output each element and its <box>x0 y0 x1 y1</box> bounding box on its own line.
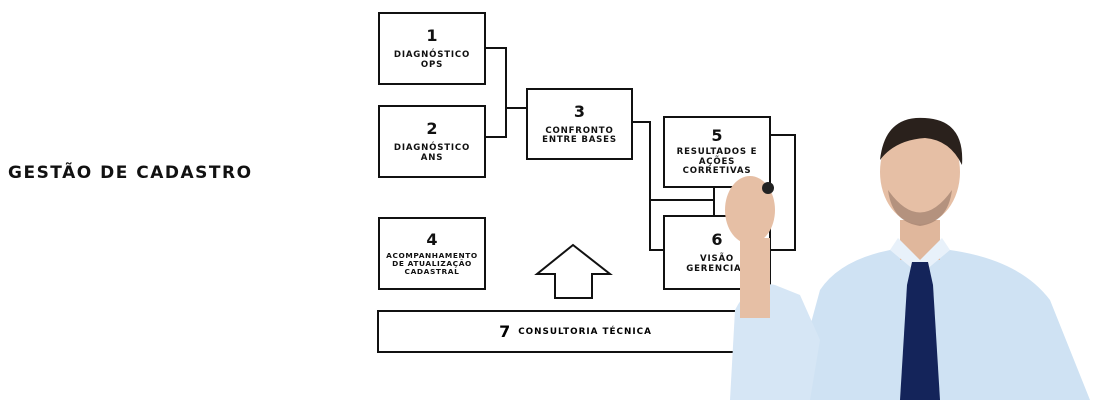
bar-number: 7 <box>499 322 511 341</box>
box-label: DIAGNÓSTICO OPS <box>393 50 471 70</box>
up-arrow-icon <box>534 243 613 299</box>
box-number: 3 <box>573 101 586 121</box>
box-label: DIAGNÓSTICO ANS <box>393 143 471 163</box>
bar-label: CONSULTORIA TÉCNICA <box>518 326 652 337</box>
marker-icon <box>762 182 774 194</box>
box-label: CONFRONTO ENTRE BASES <box>542 125 617 145</box>
box-confronto-entre-bases: 3 CONFRONTO ENTRE BASES <box>526 88 633 160</box>
box-label: RESULTADOS E AÇÕES CORRETIVAS <box>676 147 758 177</box>
box-diagnostico-ans: 2 DIAGNÓSTICO ANS <box>378 105 486 178</box>
box-acompanhamento: 4 ACOMPANHAMENTO DE ATUALIZAÇÃO CADASTRA… <box>378 217 486 290</box>
box-number: 1 <box>426 26 438 45</box>
box-label: ACOMPANHAMENTO DE ATUALIZAÇÃO CADASTRAL <box>386 251 478 276</box>
box-resultados-acoes: 5 RESULTADOS E AÇÕES CORRETIVAS <box>663 116 771 188</box>
consultoria-bar: 7 CONSULTORIA TÉCNICA <box>377 310 774 353</box>
box-label: VISÃO GERENCIAL <box>686 254 748 274</box>
box-number: 6 <box>711 230 723 249</box>
box-number: 2 <box>426 119 438 138</box>
page-title: GESTÃO DE CADASTRO <box>8 163 253 183</box>
box-number: 5 <box>711 126 723 146</box>
box-number: 4 <box>426 230 438 249</box>
presenter-illustration <box>725 117 1090 400</box>
box-diagnostico-ops: 1 DIAGNÓSTICO OPS <box>378 12 486 85</box>
